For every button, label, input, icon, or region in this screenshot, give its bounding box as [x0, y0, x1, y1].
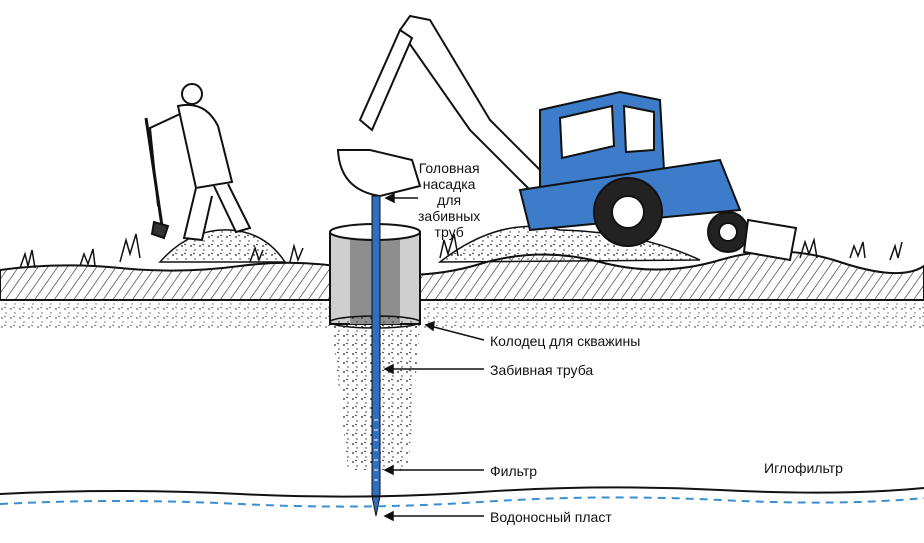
label-filter: Фильтр: [490, 463, 537, 479]
label-drive-head-line4: забивных: [418, 208, 480, 224]
label-wellpoint: Иглофильтр: [764, 460, 843, 476]
label-drive-head-line5: труб: [418, 224, 480, 240]
label-well: Колодец для скважины: [490, 333, 640, 349]
driven-pipe: [372, 196, 380, 516]
label-drive-head-line2: насадка: [418, 176, 480, 192]
label-drive-head-line3: для: [418, 192, 480, 208]
digger-person: [146, 84, 250, 240]
ground-surface: [0, 251, 924, 330]
label-pipe: Забивная труба: [490, 362, 593, 378]
dirt-mound: [160, 230, 285, 262]
water-table: [0, 487, 924, 506]
label-drive-head-line1: Головная: [418, 160, 480, 176]
label-drive-head: Головная насадка для забивных труб: [418, 160, 480, 240]
backhoe-tractor: [338, 16, 796, 260]
label-aquifer: Водоносный пласт: [490, 509, 612, 525]
